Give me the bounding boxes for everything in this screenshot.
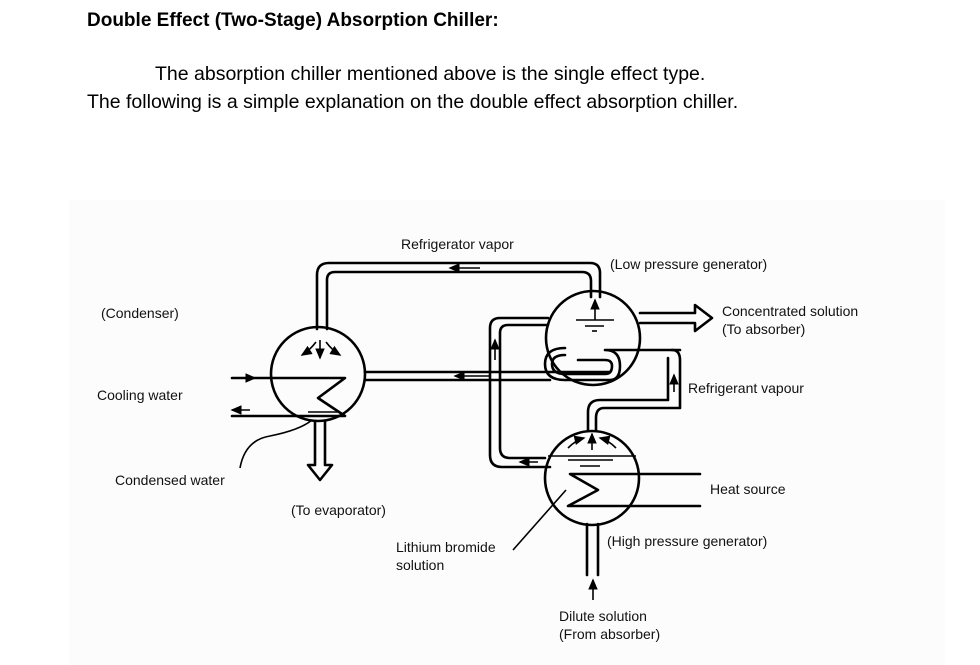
intro-line-2: The following is a simple explanation on… xyxy=(87,91,739,113)
label-lithium-bromide-solution: solution xyxy=(396,557,444,573)
label-heat-source: Heat source xyxy=(710,481,786,497)
label-condenser: (Condenser) xyxy=(101,305,179,321)
label-concentrated-solution: Concentrated solution xyxy=(722,303,858,319)
refrigerant-return-pipe xyxy=(363,263,612,382)
label-dilute-solution: Dilute solution xyxy=(559,608,647,624)
section-heading: Double Effect (Two-Stage) Absorption Chi… xyxy=(87,10,499,31)
label-low-pressure-generator: (Low pressure generator) xyxy=(610,256,767,272)
diagram-panel xyxy=(69,200,945,665)
intro-paragraph: The absorption chiller mentioned above i… xyxy=(87,60,738,116)
label-cooling-water: Cooling water xyxy=(97,387,183,403)
condenser-vessel xyxy=(230,261,602,482)
label-from-absorber: (From absorber) xyxy=(559,626,660,642)
high-pressure-generator xyxy=(239,419,702,600)
label-to-evaporator: (To evaporator) xyxy=(291,502,386,518)
label-lithium-bromide: Lithium bromide xyxy=(396,539,496,555)
label-to-absorber: (To absorber) xyxy=(722,321,805,337)
refrigerant-vapour-riser xyxy=(586,348,682,432)
label-refrigerator-vapor: Refrigerator vapor xyxy=(401,236,514,252)
intro-line-1: The absorption chiller mentioned above i… xyxy=(155,63,706,85)
label-refrigerant-vapour: Refrigerant vapour xyxy=(688,380,804,396)
low-pressure-generator xyxy=(488,289,714,469)
label-high-pressure-generator: (High pressure generator) xyxy=(607,533,767,549)
label-condensed-water: Condensed water xyxy=(115,472,225,488)
